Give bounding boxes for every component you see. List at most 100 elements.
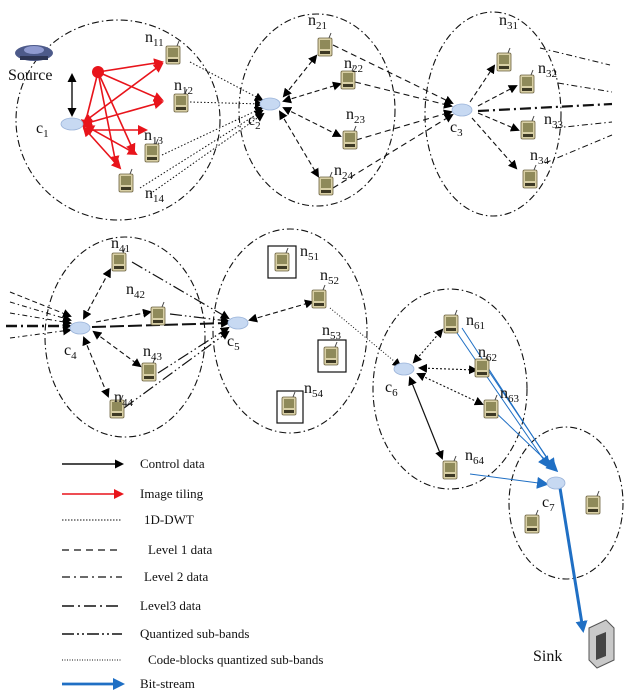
cluster-label-c4: c4 [64, 342, 77, 362]
cluster-7-boundary [508, 426, 624, 580]
cluster-1-boundary [15, 19, 221, 221]
cluster-head-c5 [227, 316, 249, 330]
node-label-n53: n53 [322, 322, 342, 342]
cluster-head-c7 [546, 476, 566, 490]
cluster-label-c5: c5 [227, 333, 240, 353]
sink-station-icon [588, 619, 615, 669]
cluster-head-c1 [60, 117, 84, 131]
sensor-n11-icon [165, 40, 181, 65]
sensor-n33-icon [520, 115, 536, 140]
node-label-n23: n23 [346, 106, 366, 126]
sensor-n63-icon [483, 394, 499, 419]
legend-item-qsb: Quantized sub-bands [62, 626, 249, 641]
node-label-n33: n33 [544, 111, 564, 131]
cluster-3-boundary [424, 11, 562, 217]
sensor-n53-icon [323, 341, 339, 366]
node-label-n63: n63 [500, 385, 520, 405]
node-label-n52: n52 [320, 267, 339, 287]
sensor-n21-icon [317, 32, 333, 57]
sensor-n31-icon [496, 47, 512, 72]
cluster-2-links [278, 54, 342, 178]
legend-label-dwt: 1D-DWT [144, 512, 194, 527]
tile-splitter-dot [92, 66, 104, 78]
cluster-head-c3 [451, 103, 473, 117]
cluster-label-c6: c6 [385, 379, 398, 399]
legend-label-l3: Level3 data [140, 598, 201, 613]
legend-label-control: Control data [140, 456, 205, 471]
sensor-n52-icon [311, 284, 327, 309]
sensor-n34-icon [522, 164, 538, 189]
cluster-label-c2: c2 [248, 112, 261, 132]
node-label-n43: n43 [143, 343, 163, 363]
node-label-n31: n31 [499, 12, 518, 32]
sensor-n14-icon [118, 168, 134, 193]
node-label-n42: n42 [126, 281, 145, 301]
cluster-6-links [408, 328, 484, 460]
legend-label-l2: Level 2 data [144, 569, 208, 584]
n51-highlight-box [267, 245, 297, 279]
level2-3-outlinks [477, 47, 613, 164]
legend-item-dwt: 1D-DWT [62, 512, 194, 527]
node-label-n22: n22 [344, 55, 363, 75]
node-label-n13: n13 [144, 127, 164, 147]
node-label-n44: n44 [114, 389, 134, 409]
sensor-c7a-icon [585, 490, 601, 515]
sensor-n42-icon [150, 301, 166, 326]
legend-label-l1: Level 1 data [148, 542, 212, 557]
n54-highlight-box [276, 390, 304, 424]
sensor-c7b-icon [524, 509, 540, 534]
legend-label-cb: Code-blocks quantized sub-bands [148, 652, 323, 667]
node-label-n32: n32 [538, 60, 557, 80]
legend-item-tiling: Image tiling [62, 486, 204, 501]
cluster-5-links [248, 299, 314, 323]
node-label-n61: n61 [466, 312, 485, 332]
legend-label-tiling: Image tiling [140, 486, 204, 501]
bitstream-links [454, 327, 588, 633]
legend-item-bit: Bit-stream [62, 676, 195, 691]
legend-label-qsb: Quantized sub-bands [140, 626, 249, 641]
node-label-n34: n34 [530, 147, 550, 167]
legend-item-control: Control data [62, 456, 205, 471]
legend-item-cb: Code-blocks quantized sub-bands [62, 652, 323, 667]
legend-item-l1: Level 1 data [62, 542, 212, 557]
sensor-n24-icon [318, 171, 334, 196]
cluster-label-c7: c7 [542, 494, 555, 514]
level1-links [332, 44, 454, 189]
sensor-n61-icon [443, 309, 459, 334]
sensor-n64-icon [442, 455, 458, 480]
node-label-n11: n11 [145, 29, 164, 49]
node-label-n64: n64 [465, 447, 485, 467]
cluster-head-c6 [393, 362, 415, 376]
legend-item-l3: Level3 data [62, 598, 201, 613]
sensor-n23-icon [342, 125, 358, 150]
n53-highlight-box [317, 339, 347, 373]
sensor-n51-icon [274, 247, 290, 272]
dwt-links [139, 61, 265, 195]
cluster-label-c3: c3 [450, 119, 463, 139]
source-label: Source [8, 67, 52, 84]
node-label-n14: n14 [145, 185, 165, 205]
node-label-n24: n24 [334, 162, 354, 182]
legend-label-bit: Bit-stream [140, 676, 195, 691]
cluster-4-boundary [44, 236, 206, 438]
node-label-n54: n54 [304, 380, 324, 400]
cluster-head-c4 [69, 321, 91, 335]
cluster-3-links [469, 64, 520, 170]
node-label-n51: n51 [300, 243, 319, 263]
cluster-label-c1: c1 [36, 120, 49, 140]
sensor-n32-icon [519, 69, 535, 94]
legend: Control data Image tiling 1D-DWT Level 1… [62, 456, 323, 691]
node-label-n21: n21 [308, 12, 327, 32]
cluster-6-boundary [372, 288, 528, 490]
cluster-head-c2 [259, 97, 281, 111]
source-camera-icon [15, 45, 53, 61]
sink-label: Sink [533, 648, 562, 665]
node-label-n12: n12 [174, 77, 193, 97]
image-tiling-links [81, 58, 164, 170]
quantized-links [91, 261, 230, 409]
sensor-n54-icon [281, 391, 297, 416]
codeblock-links [329, 307, 402, 368]
node-label-n62: n62 [478, 344, 497, 364]
node-label-n41: n41 [111, 235, 130, 255]
